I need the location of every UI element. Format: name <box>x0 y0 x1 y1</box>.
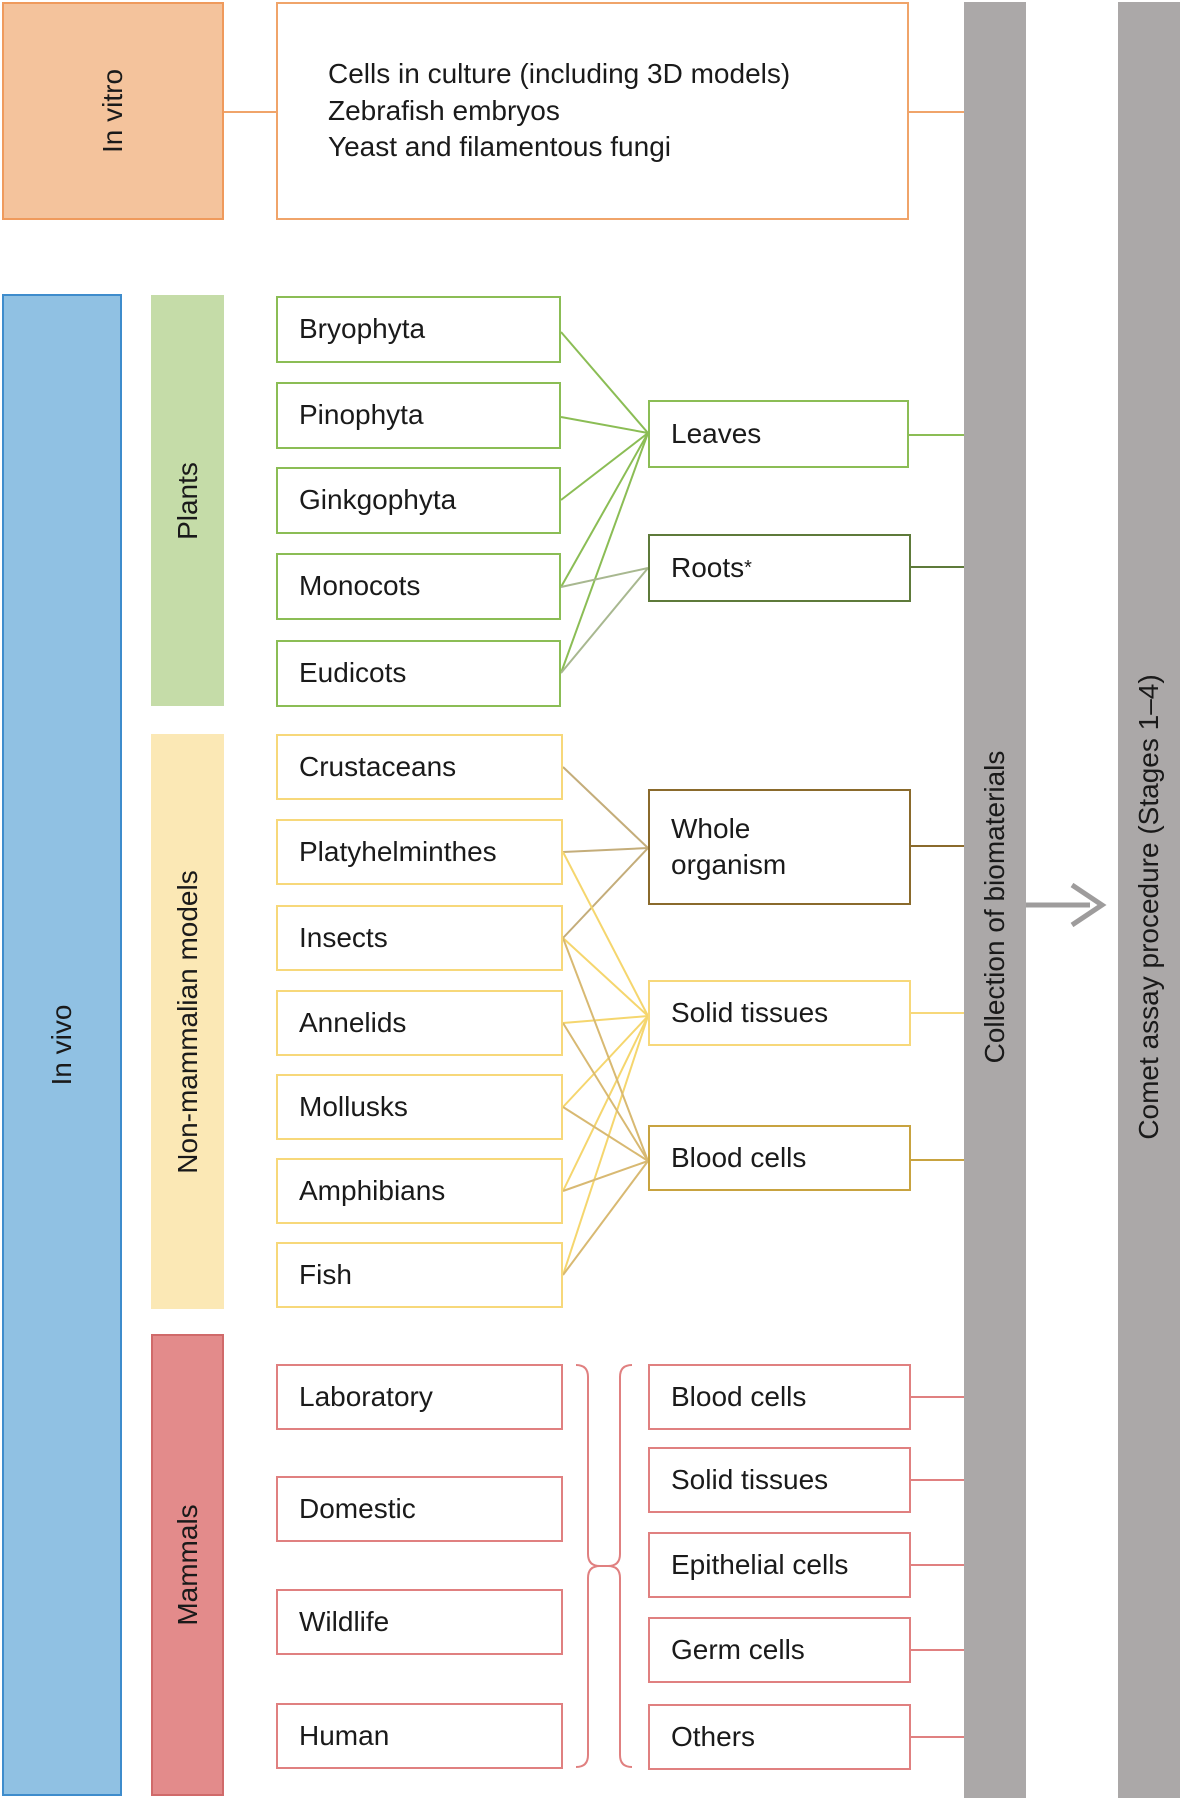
plants-label: Plants <box>171 461 203 540</box>
non-mammalian-organism-box: Insects <box>276 905 563 971</box>
mammals-sample-lines <box>911 1396 964 1738</box>
in-vitro-label: In vitro <box>97 68 128 154</box>
roots-label: Roots <box>671 551 745 583</box>
non-mammalian-organism-box: Platyhelminthes <box>276 819 563 885</box>
in-vitro-items-box: Cells in culture (including 3D models) Z… <box>276 2 909 220</box>
non-mammalian-organism-box: Crustaceans <box>276 734 563 800</box>
mammal-sample-box: Epithelial cells <box>648 1532 911 1598</box>
plant-organism-box: Eudicots <box>276 640 561 707</box>
plant-organism-box: Ginkgophyta <box>276 467 561 534</box>
comet-assay-label: Comet assay procedure (Stages 1–4) <box>1133 674 1164 1140</box>
mammal-group-box: Domestic <box>276 1476 563 1542</box>
solid-tissues-box: Solid tissues <box>648 980 911 1046</box>
non-mammalian-organism-box: Amphibians <box>276 1158 563 1224</box>
blood-cells-lines <box>562 937 649 1276</box>
plants-block: Plants <box>151 295 224 706</box>
mammal-sample-box: Others <box>648 1704 911 1770</box>
in-vitro-item: Yeast and filamentous fungi <box>328 131 671 163</box>
collection-label: Collection of biomaterials <box>979 750 1010 1064</box>
plant-organism-box: Pinophyta <box>276 382 561 449</box>
non-mammalian-organism-box: Mollusks <box>276 1074 563 1140</box>
mammals-label: Mammals <box>171 1504 203 1626</box>
whole-organism-line-2: organism <box>671 849 787 880</box>
whole-organism-lines <box>562 766 649 939</box>
non-mammalian-block: Non-mammalian models <box>151 734 224 1309</box>
mammal-group-box: Human <box>276 1703 563 1769</box>
in-vitro-item: Zebrafish embryos <box>328 94 560 126</box>
whole-organism-box: Whole organism <box>648 789 911 905</box>
plant-organism-box: Monocots <box>276 553 561 620</box>
non-mammalian-label: Non-mammalian models <box>171 869 203 1174</box>
in-vitro-block: In vitro <box>2 2 224 220</box>
whole-organism-line-1: Whole <box>671 812 751 844</box>
roots-box: Roots* <box>648 534 911 602</box>
mammal-sample-box: Solid tissues <box>648 1447 911 1513</box>
mammal-sample-box: Blood cells <box>648 1364 911 1430</box>
comet-assay-column: Comet assay procedure (Stages 1–4) <box>1118 2 1180 1798</box>
mammal-sample-box: Germ cells <box>648 1617 911 1683</box>
collection-column: Collection of biomaterials <box>964 2 1026 1798</box>
plant-organism-box: Bryophyta <box>276 296 561 363</box>
in-vivo-block: In vivo <box>2 294 122 1796</box>
blood-cells-box: Blood cells <box>648 1125 911 1191</box>
in-vitro-item: Cells in culture (including 3D models) <box>328 58 791 90</box>
mammals-braces <box>575 1364 633 1768</box>
plants-roots-lines <box>560 567 649 674</box>
solid-tissues-lines <box>562 851 649 1276</box>
non-mammalian-organism-box: Annelids <box>276 990 563 1056</box>
leaves-box: Leaves <box>648 400 909 468</box>
non-mammalian-organism-box: Fish <box>276 1242 563 1308</box>
arrow-icon <box>1026 882 1107 928</box>
mammal-group-box: Wildlife <box>276 1589 563 1655</box>
mammal-group-box: Laboratory <box>276 1364 563 1430</box>
plants-leaves-lines <box>560 331 649 674</box>
in-vivo-label: In vivo <box>46 1004 77 1086</box>
mammals-block: Mammals <box>151 1334 224 1796</box>
